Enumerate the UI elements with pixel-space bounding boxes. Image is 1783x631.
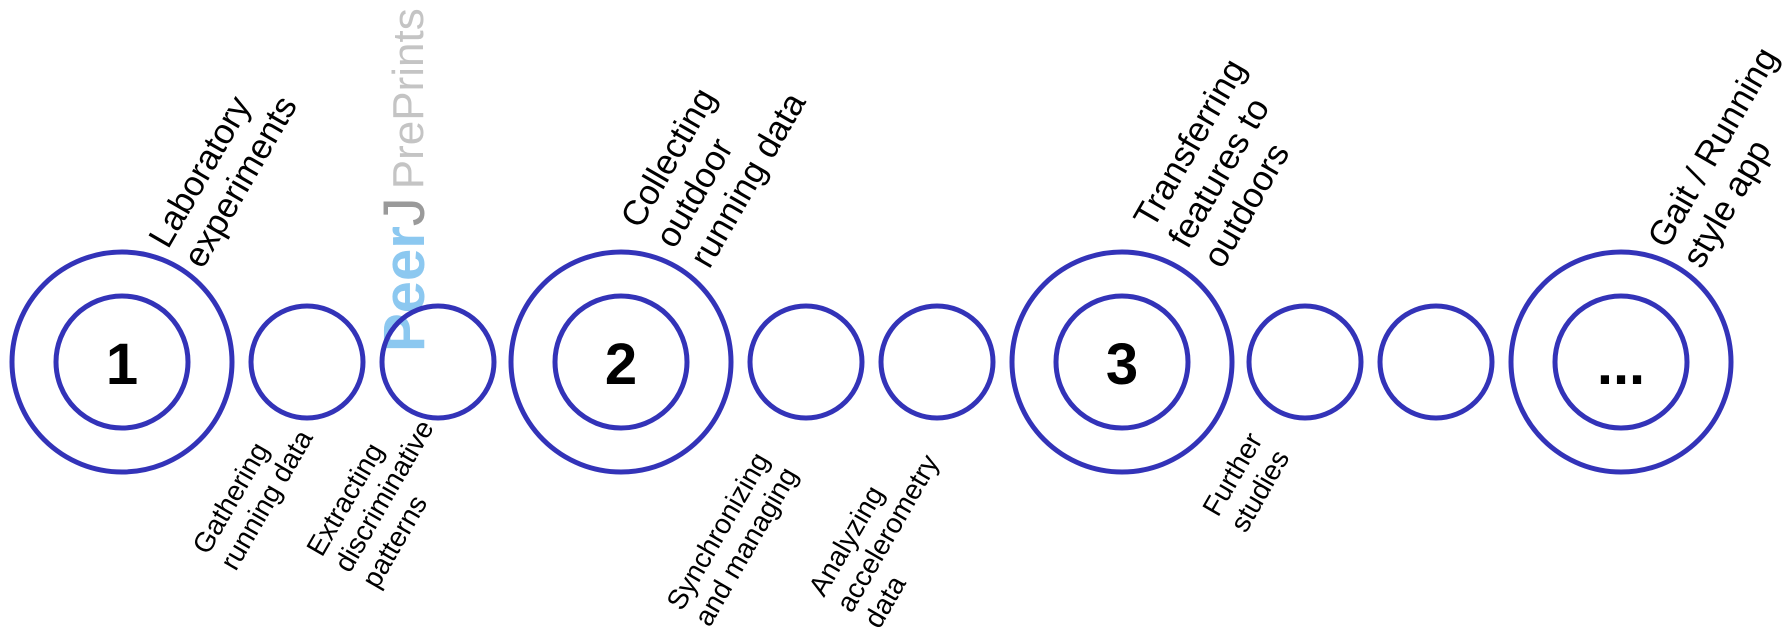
milestone-2-outer-ring <box>508 249 734 475</box>
milestone-1-inner-ring <box>53 293 191 431</box>
step-further-studies-ring <box>1246 303 1364 421</box>
watermark-peer: PeerJPrePrints <box>372 8 437 352</box>
step-further-studies: Further studies <box>1196 303 1364 537</box>
milestone-2-label: Collecting outdoor running data <box>613 46 814 274</box>
step-analyzing-ring <box>878 303 996 421</box>
milestone-3: 3 Transferring features to outdoors <box>1009 44 1328 475</box>
step-synchronizing-label: Synchronizing and managing <box>660 440 806 631</box>
peerj-preprints-watermark: PeerJPrePrints <box>372 8 437 352</box>
milestone-final-label: Gait / Running style app <box>1640 32 1783 274</box>
step-further-studies-label: Further studies <box>1196 421 1300 537</box>
milestone-final-inner-ring <box>1552 293 1690 431</box>
milestone-1-label: Laboratory experiments <box>141 69 305 274</box>
step-synchronizing-ring <box>747 303 865 421</box>
step-extracting-ring <box>379 303 497 421</box>
step-empty-ring <box>1377 303 1495 421</box>
milestone-1-outer-ring <box>9 249 235 475</box>
milestone-3-outer-ring <box>1009 249 1235 475</box>
milestone-final: ... Gait / Running style app <box>1508 32 1783 475</box>
milestone-final-number: ... <box>1597 332 1645 397</box>
milestone-1: 1 Laboratory experiments <box>9 69 305 475</box>
step-analyzing-label: Analyzing accelerometry data <box>802 426 976 631</box>
milestone-final-outer-ring <box>1508 249 1734 475</box>
step-gathering-ring <box>248 303 366 421</box>
step-extracting-label: Extracting discriminative patterns <box>300 392 471 593</box>
step-empty <box>1377 303 1495 421</box>
milestone-3-label: Transferring features to outdoors <box>1126 44 1328 274</box>
step-analyzing: Analyzing accelerometry data <box>802 303 996 631</box>
milestone-1-number: 1 <box>106 332 138 397</box>
milestone-3-inner-ring <box>1053 293 1191 431</box>
milestone-2-number: 2 <box>605 332 637 397</box>
milestone-2-inner-ring <box>552 293 690 431</box>
milestone-2: 2 Collecting outdoor running data <box>508 46 814 475</box>
milestone-3-number: 3 <box>1106 332 1138 397</box>
